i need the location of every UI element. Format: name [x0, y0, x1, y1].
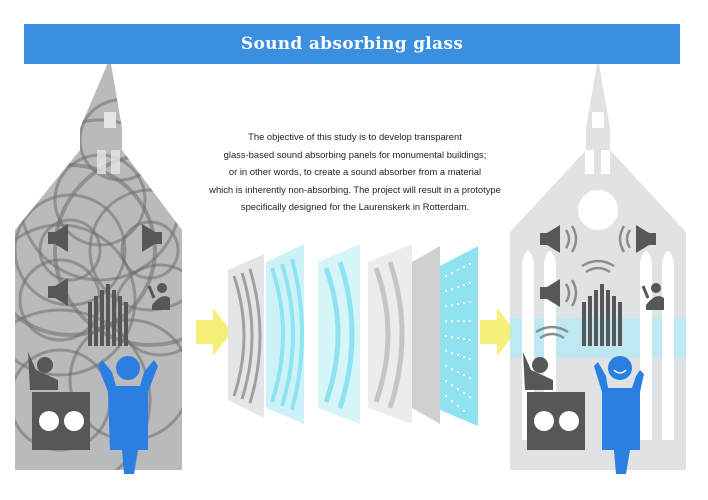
singer-icon	[147, 283, 170, 310]
description-text: The objective of this study is to develo…	[205, 128, 505, 216]
speaker-icon	[48, 224, 162, 306]
description-line: or in other words, to create a sound abs…	[228, 166, 482, 178]
church-before-icon	[15, 46, 182, 470]
singer-icon	[641, 283, 664, 310]
description-line: The objective of this study is to develo…	[248, 131, 462, 142]
description-line: glass-based sound absorbing panels for m…	[223, 148, 487, 160]
speaker-icon	[535, 225, 656, 340]
glass-panel-icon	[228, 244, 478, 426]
organ-icon	[582, 284, 622, 346]
title-banner	[24, 24, 680, 64]
person-covering-ears-icon	[98, 356, 158, 474]
organ-icon	[88, 284, 128, 346]
dj-icon	[28, 352, 90, 450]
description-line: which is inherently non-absorbing. The p…	[209, 183, 501, 195]
arrow-icon	[196, 308, 516, 356]
happy-person-icon	[594, 356, 644, 474]
description-line: specifically designed for the Laurensker…	[240, 201, 470, 213]
page-title: Sound absorbing glass	[240, 34, 464, 54]
dj-icon	[523, 352, 585, 450]
